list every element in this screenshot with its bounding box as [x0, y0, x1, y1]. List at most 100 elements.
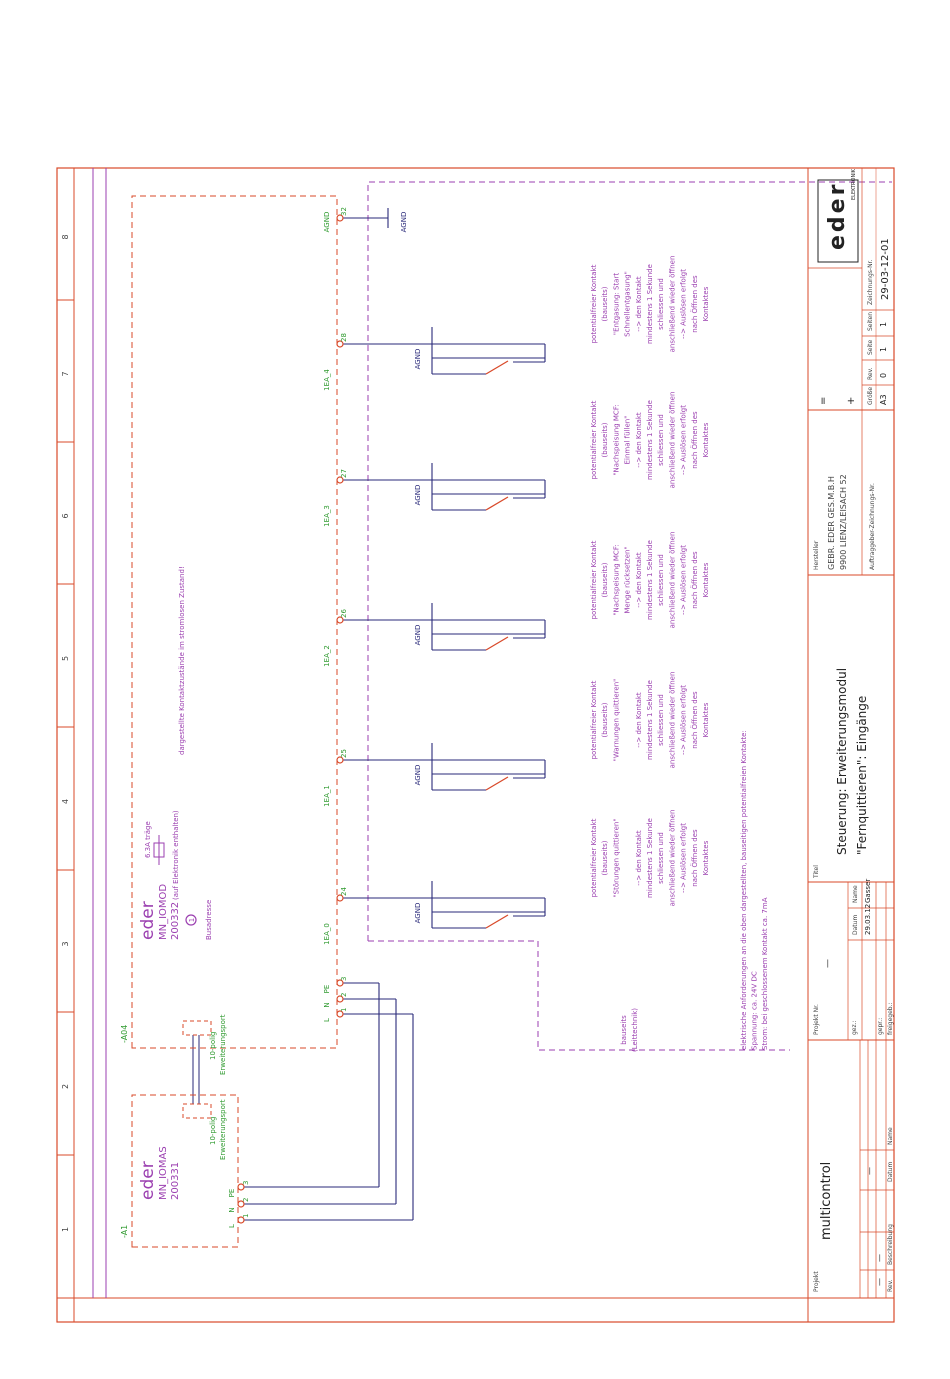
tb-seiten-label: Seiten: [867, 312, 874, 331]
input-description-line: mindestens 1 Sekunde: [646, 680, 654, 760]
module-a04-box: [131, 195, 338, 1049]
input-description-line: schliessen und: [657, 694, 665, 746]
module-a1-terminal-name: N: [228, 1207, 236, 1212]
module-a04-terminal: [336, 995, 344, 1003]
input-description-line: nach Öffnen des: [690, 275, 699, 333]
input-description-line: Kontaktes: [702, 286, 710, 321]
input-description-line: "Warnungen quittieren": [612, 679, 620, 762]
module-a1-terminal-num: 2: [242, 1198, 250, 1202]
grid-column-number: 6: [61, 513, 70, 518]
input-label: 1EA_2: [323, 645, 331, 667]
drawing-frame: 1 2 3 4 5 6 7 8: [56, 167, 895, 1323]
module-a1-terminal-name: L: [228, 1224, 236, 1228]
bus-address-label: Busadresse: [205, 900, 213, 940]
requirements-note: Strom: bei geschlossenem Kontakt ca. 7mA: [761, 897, 769, 1050]
tb-datum-label-2: Datum: [852, 915, 859, 935]
module-a1-port-sub: 10-polig: [209, 1117, 217, 1146]
input-description-line: potentialfreier Kontakt: [590, 264, 598, 343]
module-a1-terminal: [237, 1216, 245, 1224]
module-a04-code: 200332: [170, 902, 181, 940]
input-description-line: nach Öffnen des: [690, 551, 699, 609]
input-description-line: nach Öffnen des: [690, 829, 699, 887]
module-a04-port-sub: 10-polig: [209, 1032, 217, 1061]
grid-column-number: 5: [61, 656, 70, 661]
grid-column-number: 8: [61, 234, 70, 239]
module-a04-note: (auf Elektronik enthalten): [172, 810, 180, 900]
tb-auftrag-label: Auftraggeber-Zeichnungs-Nr.: [869, 483, 876, 570]
agnd-terminal: [336, 214, 344, 222]
module-a04-terminal: [336, 1010, 344, 1018]
tb-name-label-2: Name: [852, 885, 859, 903]
input-description-line: --> Auslösen erfolgt: [680, 545, 688, 615]
input-description-line: anschließend wieder öffnen: [668, 392, 676, 489]
module-a04-terminal-name: L: [323, 1018, 331, 1022]
eder-logo: eder: [825, 182, 850, 250]
input-description-line: Schnellentgasung": [624, 271, 632, 337]
state-note: dargestellte Kontaktzustände im stromlos…: [178, 566, 186, 755]
tb-zeichnung: 29-03-12-01: [880, 238, 891, 300]
module-a1-terminal-num: 1: [242, 1214, 250, 1218]
outer-frame: [56, 167, 895, 1323]
tb-gez-name: Gasser: [864, 879, 872, 903]
tb-datum-value: —: [865, 1167, 874, 1175]
tb-rev2: 0: [879, 373, 888, 378]
input-description-line: --> den Kontakt: [635, 692, 643, 748]
bus-address-circle: [185, 914, 197, 926]
module-a04-terminal-num: 2: [340, 993, 348, 997]
input-description-line: schliessen und: [657, 554, 665, 606]
input-description-line: schliessen und: [657, 832, 665, 884]
tb-beschreibung-value: —: [875, 1254, 884, 1262]
input-description-line: Kontaktes: [702, 562, 710, 597]
tb-gez-datum: 29.03.12: [864, 904, 872, 935]
input-description-line: "Entgasung: Start: [612, 273, 620, 335]
input-description-line: schliessen und: [657, 414, 665, 466]
title-block: ProjektmulticontrolRev.BeschreibungDatum…: [807, 168, 894, 1322]
external-boundary: [368, 940, 790, 1051]
module-a04-terminal-name: PE: [323, 985, 331, 994]
module-a1-port: [182, 1103, 212, 1119]
input-num: 27: [340, 469, 348, 478]
requirements-note: Spannung: ca. 24V DC: [751, 971, 759, 1050]
input-description-line: --> Auslösen erfolgt: [680, 269, 688, 339]
module-a1-tag: -A1: [120, 1225, 129, 1238]
grid-column-number: 1: [61, 1227, 70, 1232]
module-a1-terminal-num: 3: [242, 1181, 250, 1185]
tb-title-2: "Fernquittieren": Eingänge: [855, 696, 869, 855]
grid-column-number: 4: [61, 799, 70, 804]
tb-groesse-label: Größe: [867, 387, 874, 405]
module-a04-terminal-name: N: [323, 1002, 331, 1007]
input-label: 1EA_3: [323, 505, 331, 527]
input-num: 24: [340, 887, 348, 896]
input-description-line: (bauseits): [601, 422, 609, 457]
input-description-line: mindestens 1 Sekunde: [646, 264, 654, 344]
module-a04-brand: eder: [138, 901, 158, 940]
input-terminal: [336, 756, 344, 764]
input-description-line: potentialfreier Kontakt: [590, 400, 598, 479]
input-description-line: mindestens 1 Sekunde: [646, 540, 654, 620]
tb-title-1: Steuerung: Erweiterungsmodul: [835, 668, 849, 855]
module-a04-terminal-num: 3: [340, 977, 348, 981]
module-a1-terminal-name: PE: [228, 1189, 236, 1198]
bauseits-label: bauseits: [620, 1015, 628, 1045]
input-label: 1EA_0: [323, 923, 331, 945]
module-a1-code: 200331: [170, 1162, 181, 1200]
input-description-line: Kontaktes: [702, 840, 710, 875]
tb-seiten: 1: [879, 322, 888, 327]
input-description-line: --> Auslösen erfolgt: [680, 405, 688, 475]
module-a04-type: MN_IOMOD: [158, 884, 169, 940]
module-a1-type: MN_IOMAS: [158, 1146, 169, 1200]
input-description-line: --> Auslösen erfolgt: [680, 823, 688, 893]
tb-seite-label: Seite: [867, 339, 874, 355]
tb-gez-label: gez.:: [851, 1020, 858, 1035]
agnd-label: AGND: [414, 903, 422, 924]
input-description-line: Einmal füllen": [624, 416, 632, 465]
input-description-line: nach Öffnen des: [690, 691, 699, 749]
input-description-line: (bauseits): [601, 840, 609, 875]
agnd-label: AGND: [414, 349, 422, 370]
input-description-line: nach Öffnen des: [690, 411, 699, 469]
input-description-line: --> den Kontakt: [635, 276, 643, 332]
input-description-line: mindestens 1 Sekunde: [646, 818, 654, 898]
agnd-label: AGND: [414, 485, 422, 506]
module-a04-terminal-num: 1: [340, 1008, 348, 1012]
grid-column-number: 7: [61, 371, 70, 376]
